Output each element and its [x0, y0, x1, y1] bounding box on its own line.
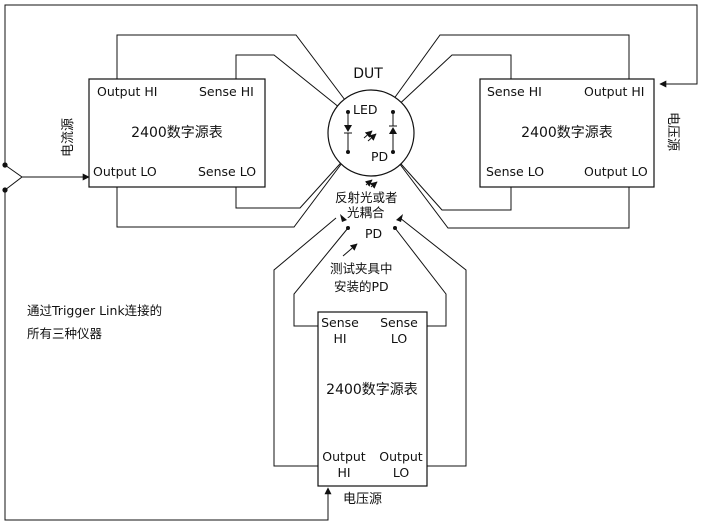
bottom-side-label: 电压源 [343, 492, 382, 507]
left-output-hi-label: Output HI [97, 84, 157, 99]
left-instrument: Output HI Sense HI 2400数字源表 Output LO Se… [61, 78, 266, 188]
bottom-output-lo-label-2: LO [393, 465, 410, 480]
trigger-label-2: 所有三种仪器 [27, 326, 103, 341]
trigger-link-wiring [2, 4, 698, 521]
bottom-output-hi-label-2: HI [337, 465, 350, 480]
bottom-sense-lo-label-1: Sense [380, 315, 418, 330]
fixture-label-1: 测试夹具中 [330, 261, 393, 276]
reflect-label-2: 光耦合 [347, 205, 385, 220]
light-arrows-icon [363, 130, 377, 142]
reflected-light-annotation: 反射光或者 光耦合 [335, 179, 398, 220]
right-instrument-box [479, 78, 655, 188]
dut-pd-label: PD [371, 149, 388, 164]
bottom-instrument-title: 2400数字源表 [326, 382, 418, 398]
photodiode-icon [389, 110, 397, 154]
dut-title: DUT [353, 66, 383, 82]
fixture-pd-label: PD [365, 226, 382, 241]
left-instrument-title: 2400数字源表 [131, 125, 223, 141]
fixture-pd-arrow-left-icon [340, 214, 347, 222]
bottom-unit-wiring [273, 217, 467, 467]
fixture-label-2: 安装的PD [334, 279, 389, 294]
bottom-instrument-box [317, 311, 428, 487]
left-instrument-box [88, 78, 266, 188]
trigger-label-1: 通过Trigger Link连接的 [27, 303, 162, 318]
fixture-pd: PD 测试夹具中 安装的PD [330, 214, 403, 294]
right-output-hi-label: Output HI [584, 84, 644, 99]
left-sense-hi-label: Sense HI [199, 84, 254, 99]
reflect-label-1: 反射光或者 [335, 190, 398, 205]
right-instrument: Sense HI Output HI 2400数字源表 Sense LO Out… [479, 78, 680, 188]
right-sense-hi-label: Sense HI [487, 84, 542, 99]
right-sense-lo-label: Sense LO [486, 164, 544, 179]
trigger-node-top [2, 162, 8, 168]
trigger-node-bottom [2, 187, 8, 193]
left-output-lo-label: Output LO [93, 164, 157, 179]
bottom-instrument: Sense HI Sense LO 2400数字源表 Output HI Out… [317, 311, 428, 507]
bottom-sense-hi-label-2: HI [333, 331, 346, 346]
bottom-sense-hi-label-1: Sense [321, 315, 359, 330]
bottom-output-hi-label-1: Output [322, 449, 366, 464]
led-diode-icon [344, 110, 352, 154]
bottom-output-lo-label-1: Output [379, 449, 423, 464]
right-output-lo-label: Output LO [584, 164, 648, 179]
left-unit-wiring [116, 34, 349, 228]
dut: DUT LED PD [327, 66, 415, 177]
left-sense-lo-label: Sense LO [198, 164, 256, 179]
right-side-label: 电压源 [665, 112, 680, 151]
fixture-pd-arrow-right-icon [396, 214, 403, 222]
dut-led-label: LED [353, 102, 378, 117]
left-side-label: 电流源 [61, 118, 76, 157]
bottom-sense-lo-label-2: LO [391, 331, 408, 346]
fixture-pointer-arrow-icon [342, 243, 358, 257]
trigger-annotation: 通过Trigger Link连接的 所有三种仪器 [27, 303, 162, 341]
right-unit-wiring [392, 34, 630, 229]
right-instrument-title: 2400数字源表 [521, 125, 613, 141]
